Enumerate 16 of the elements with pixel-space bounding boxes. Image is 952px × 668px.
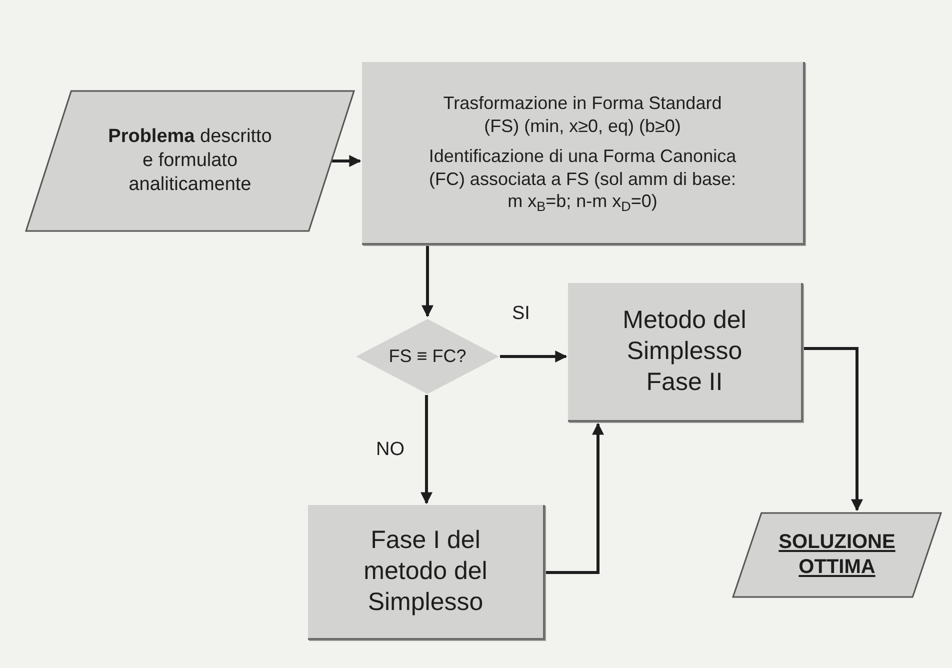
arrow [545, 422, 604, 574]
arrow [332, 155, 362, 167]
node-text: Problema descritto e formulato analiticamente [107, 125, 273, 197]
process-box [308, 505, 545, 640]
node-text: Trasformazione in Forma Standard (FS) (min, x≥0, eq) (b≥0) [442, 92, 723, 138]
arrow [420, 395, 432, 504]
node-text: SOLUZIONE OTTIMA [778, 530, 896, 580]
process-box [362, 62, 805, 245]
node-text: FS ≡ FC? [388, 345, 466, 368]
arrow [803, 347, 863, 512]
node-text: Metodo del Simplesso Fase II [622, 304, 748, 398]
node-text: Identificazione di una Forma Canonica (FC) associata a FS (sol amm di base: m x$_{B}$=b; n-m x$_{D}$=0) [428, 145, 738, 213]
arrow [422, 245, 434, 318]
arrow [500, 350, 568, 362]
node-text: Fase I del metodo del Simplesso [362, 524, 488, 618]
process-box [568, 283, 803, 422]
